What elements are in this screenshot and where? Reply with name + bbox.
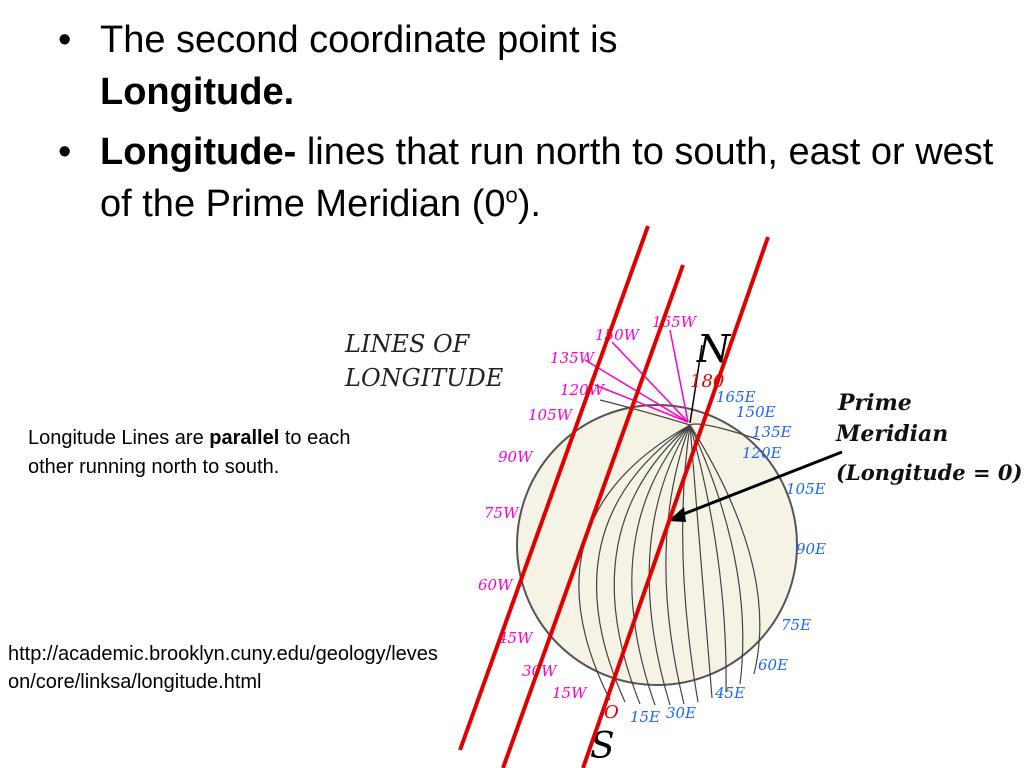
red-parallel-lines — [458, 225, 770, 768]
west-label: 105W — [528, 406, 574, 424]
west-label: 45W — [497, 629, 534, 647]
east-label: 15E — [630, 708, 660, 726]
longitude-globe-figure: LINES OF LONGITUDE N 180 S O 165W 150W 1… — [344, 225, 1022, 768]
note-suffix: to each other running north to south. — [28, 427, 351, 478]
east-label: 135E — [752, 423, 792, 441]
red-line-middle — [501, 264, 685, 768]
east-label: 30E — [666, 704, 696, 722]
parallel-note: Longitude Lines are parallel to each oth… — [28, 424, 358, 482]
note-prefix: Longitude Lines are — [28, 427, 210, 449]
bullet-bold: Longitude. — [100, 71, 295, 113]
bullet-text: The second coordinate point is — [100, 19, 618, 61]
east-label: 45E — [714, 684, 745, 702]
figure-title-line2: LONGITUDE — [344, 364, 504, 392]
arrow-head-icon — [668, 507, 686, 522]
degree-superscript: o — [505, 182, 518, 208]
east-label: 75E — [781, 616, 811, 634]
west-label: 75W — [484, 504, 520, 522]
red-line-left — [458, 225, 650, 751]
bullet-longitude-definition: • Longitude- lines that run north to sou… — [58, 126, 998, 230]
east-label: 120E — [742, 444, 782, 462]
figure-title-line1: LINES OF — [344, 330, 471, 358]
globe — [516, 404, 798, 686]
bullet-dot-icon: • — [58, 19, 72, 61]
bullet-text-end: ). — [517, 183, 541, 225]
bullet-dot-icon: • — [58, 131, 72, 173]
prime-meridian-line3: (Longitude = 0) — [836, 460, 1022, 485]
note-bold: parallel — [209, 427, 280, 449]
bullet-bold: Longitude- — [100, 131, 297, 173]
bullet-text: lines that run north to south, east or w… — [100, 131, 994, 225]
east-label: 150E — [736, 403, 776, 421]
north-label: N — [696, 327, 732, 371]
west-label: 150W — [595, 326, 641, 344]
west-label: 30W — [522, 662, 558, 680]
source-url: http://academic.brooklyn.cuny.edu/geolog… — [8, 643, 438, 693]
west-label: 135W — [550, 349, 596, 367]
east-label: 90E — [796, 540, 826, 558]
west-label: 60W — [478, 576, 514, 594]
north-pointer-line — [689, 344, 703, 424]
bullet-longitude-intro: • The second coordinate point is Longitu… — [58, 14, 998, 118]
east-label: 60E — [758, 656, 788, 674]
bottom-0-label: O — [604, 702, 619, 723]
east-label: 105E — [786, 480, 826, 498]
bullet-list: • The second coordinate point is Longitu… — [58, 14, 998, 238]
west-label: 15W — [552, 684, 588, 702]
red-line-right — [581, 236, 770, 768]
west-label: 90W — [498, 448, 534, 466]
prime-meridian-line1: Prime — [837, 390, 912, 416]
west-label: 120W — [560, 381, 606, 399]
prime-meridian-arrow — [675, 450, 843, 519]
prime-meridian-line2: Meridian — [835, 421, 948, 447]
east-label: 165E — [716, 388, 756, 406]
